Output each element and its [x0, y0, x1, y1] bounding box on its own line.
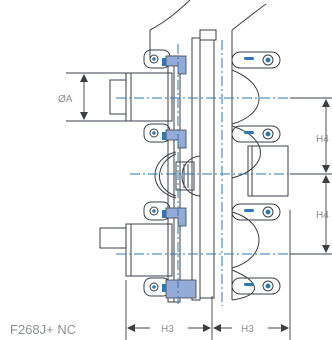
model-label: F268J+ NC — [10, 322, 77, 337]
left-gaskets — [165, 55, 197, 299]
right-connectors — [231, 58, 261, 301]
h4-upper-label: H4 — [316, 134, 329, 145]
h3-left-label: H3 — [161, 324, 174, 335]
center-plates — [191, 37, 215, 301]
clamp-blue-accents — [152, 57, 271, 292]
middle-bellows — [154, 151, 201, 199]
diameter-label: ØA — [58, 94, 73, 105]
right-offset-box — [247, 145, 289, 197]
dimension-lines — [66, 72, 332, 340]
arrowheads — [80, 74, 330, 332]
centerlines — [116, 40, 332, 306]
left-clamps — [143, 49, 171, 297]
top-break-lines — [149, 0, 267, 58]
lower-nozzle — [99, 223, 173, 277]
right-clamps — [231, 51, 281, 295]
h3-right-label: H3 — [241, 324, 254, 335]
upper-nozzle — [109, 72, 173, 122]
h4-lower-label: H4 — [316, 210, 329, 221]
